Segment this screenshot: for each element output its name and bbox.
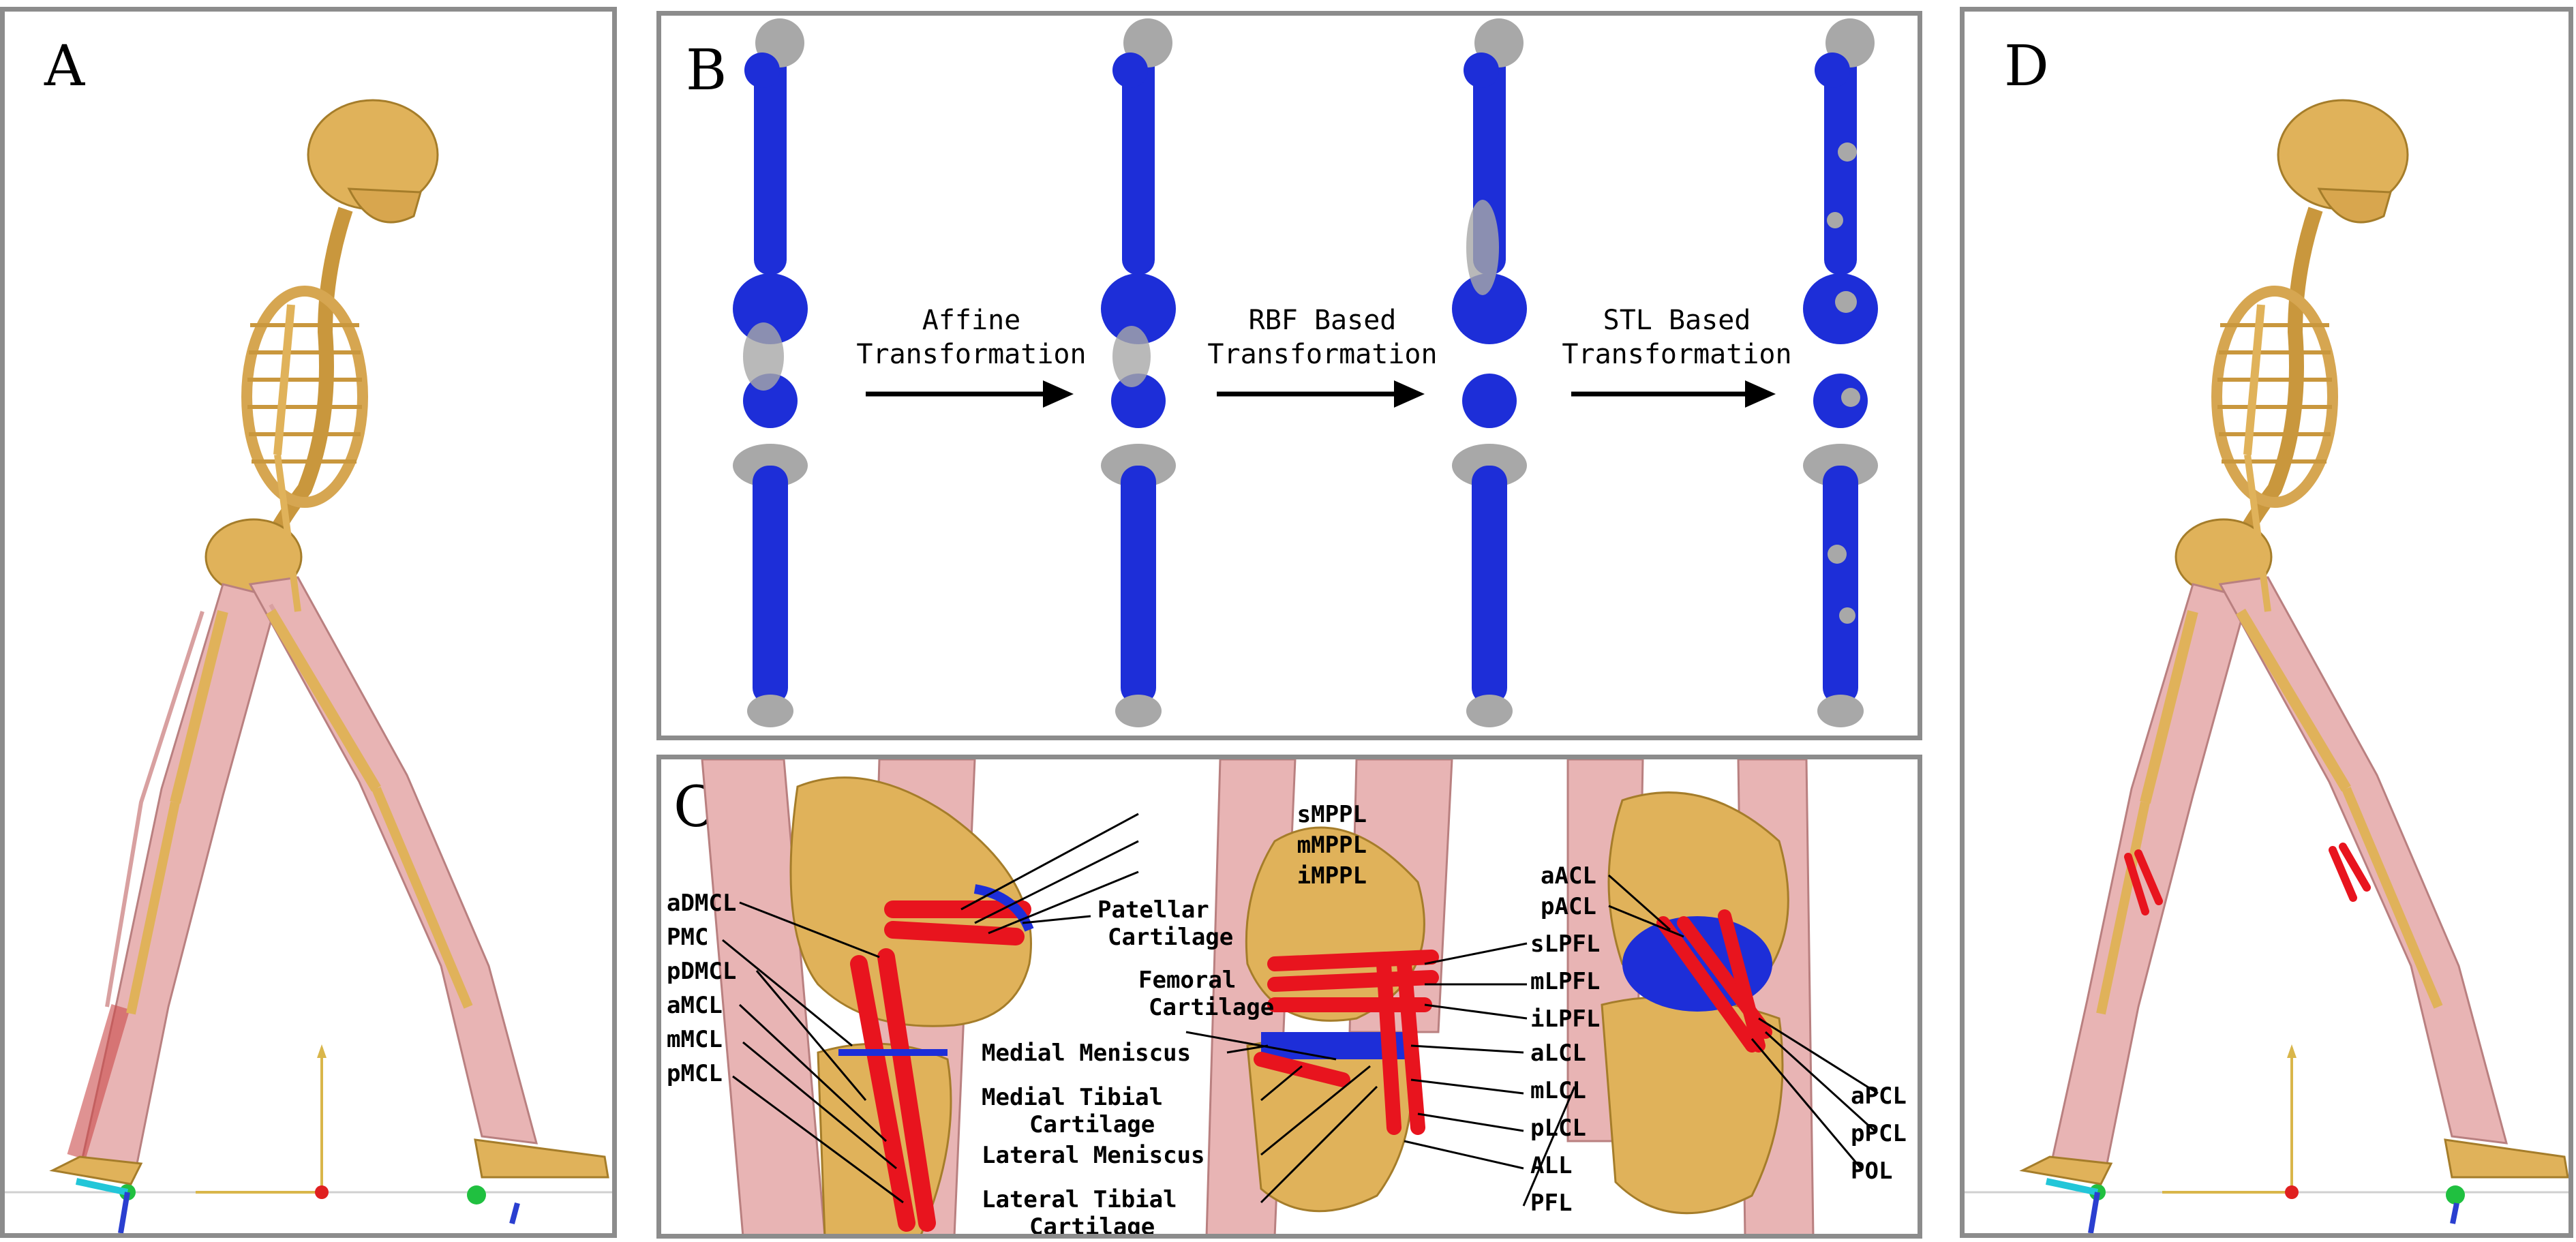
label-plcl: pLCL: [1530, 1115, 1586, 1142]
label-apcl: aPCL: [1851, 1082, 1907, 1110]
panel-c: C: [656, 755, 1922, 1239]
label-ilpfl: iLPFL: [1530, 1005, 1600, 1033]
bones-affine: [1101, 18, 1176, 727]
label-pmc: PMC: [667, 924, 708, 951]
knee-view-medial: [701, 759, 1034, 1234]
transform-arrow-1: [866, 380, 1074, 408]
label-slpfl: sLPFL: [1530, 930, 1600, 958]
step1-line1: Affine: [922, 305, 1021, 336]
bone-transformation-diagram: Affine Transformation RBF Based Transfor…: [733, 18, 1878, 727]
step2-line2: Transformation: [1207, 339, 1437, 370]
label-pdmcl: pDMCL: [667, 958, 736, 985]
label-mlpfl: mLPFL: [1530, 968, 1600, 995]
panel-b-label: B: [686, 38, 727, 103]
bones-stl: [1803, 18, 1878, 727]
label-amcl: aMCL: [667, 992, 723, 1019]
knee-view-posterior: [1566, 759, 1815, 1234]
label-mlcl: mLCL: [1530, 1077, 1586, 1104]
label-pacl: pACL: [1541, 893, 1596, 920]
knee-ligaments-highlight: [2124, 843, 2371, 915]
label-patellar-2: Cartilage: [1108, 924, 1233, 951]
label-pfl: PFL: [1530, 1190, 1572, 1217]
label-aacl: aACL: [1541, 862, 1596, 890]
label-femoral-2: Cartilage: [1149, 994, 1274, 1021]
step2-line1: RBF Based: [1249, 305, 1397, 336]
label-lateral-tibial-1: Lateral Tibial: [982, 1186, 1177, 1213]
label-all: ALL: [1530, 1152, 1572, 1179]
label-pol: POL: [1851, 1157, 1892, 1185]
step1-line2: Transformation: [856, 339, 1086, 370]
label-medial-tibial-1: Medial Tibial: [982, 1084, 1163, 1111]
panel-d-label: D: [2004, 34, 2049, 99]
label-admcl: aDMCL: [667, 890, 736, 917]
bones-rbf: [1452, 18, 1527, 727]
step3-line1: STL Based: [1603, 305, 1751, 336]
panel-a: A: [0, 7, 617, 1238]
label-mmcl: mMCL: [667, 1026, 723, 1053]
label-imppl: iMPPL: [1297, 862, 1367, 890]
label-smppl: sMPPL: [1297, 801, 1367, 828]
step3-line2: Transformation: [1562, 339, 1791, 370]
label-ppcl: pPCL: [1851, 1120, 1907, 1147]
label-patellar-1: Patellar: [1097, 896, 1209, 924]
transform-arrow-2: [1217, 380, 1425, 408]
label-medial-tibial-2: Cartilage: [1029, 1111, 1155, 1138]
label-lateral-meniscus: Lateral Meniscus: [982, 1142, 1205, 1169]
skeleton-walking-model-a: [5, 99, 612, 1233]
panel-a-label: A: [44, 34, 85, 99]
skeleton-walking-model-d: [1965, 99, 2569, 1233]
label-mmppl: mMPPL: [1297, 832, 1367, 859]
label-medial-meniscus: Medial Meniscus: [982, 1040, 1191, 1067]
knee-view-lateral: [1205, 759, 1453, 1234]
bones-original: [733, 18, 808, 727]
panel-b: B: [656, 11, 1922, 740]
label-lateral-tibial-2: Cartilage: [1029, 1213, 1155, 1239]
transform-arrow-3: [1571, 380, 1776, 408]
label-pmcl: pMCL: [667, 1060, 723, 1087]
knee-ligament-diagram: sMPPL mMPPL iMPPL Patellar Cartilage aDM…: [667, 759, 1907, 1239]
label-femoral-1: Femoral: [1138, 967, 1236, 994]
label-alcl: aLCL: [1530, 1040, 1586, 1067]
panel-d: D: [1960, 7, 2573, 1238]
